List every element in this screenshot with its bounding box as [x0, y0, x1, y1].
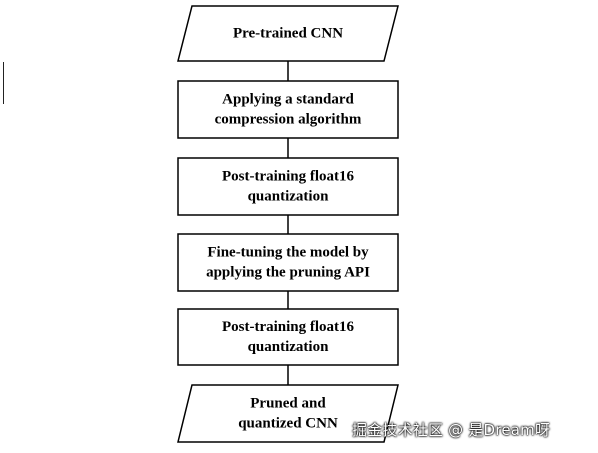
node-label: Pre-trained CNN	[233, 26, 343, 42]
rect-shape	[177, 233, 399, 292]
node-label: Pruned and	[250, 396, 326, 412]
left-edge-artifact	[0, 62, 4, 104]
rect-shape	[177, 157, 399, 216]
process-node: Applying a standard compression algorithm	[177, 80, 399, 139]
rect-shape	[177, 308, 399, 366]
process-node: Post-training float16 quantization	[177, 157, 399, 216]
node-label: applying the pruning API	[206, 265, 370, 281]
io-node: Pre-trained CNN	[177, 5, 399, 62]
node-label: quantized CNN	[238, 416, 338, 432]
watermark-text: 掘金技术社区 @ 是Dream呀	[352, 421, 551, 439]
parallelogram-shape	[177, 384, 399, 443]
process-node: Fine-tuning the model by applying the pru…	[177, 233, 399, 292]
flow-nodes: Pre-trained CNN Applying a standard compre…	[177, 5, 399, 443]
node-label: compression algorithm	[215, 112, 362, 128]
node-label: quantization	[248, 339, 330, 355]
io-node: Pruned and quantized CNN	[177, 384, 399, 443]
node-label: Fine-tuning the model by	[207, 245, 369, 261]
node-label: quantization	[248, 189, 330, 205]
node-label: Post-training float16	[222, 319, 355, 335]
process-node: Post-training float16 quantization	[177, 308, 399, 366]
node-label: Post-training float16	[222, 169, 355, 185]
parallelogram-shape	[177, 5, 399, 62]
node-label: Applying a standard	[222, 92, 354, 108]
rect-shape	[177, 80, 399, 139]
